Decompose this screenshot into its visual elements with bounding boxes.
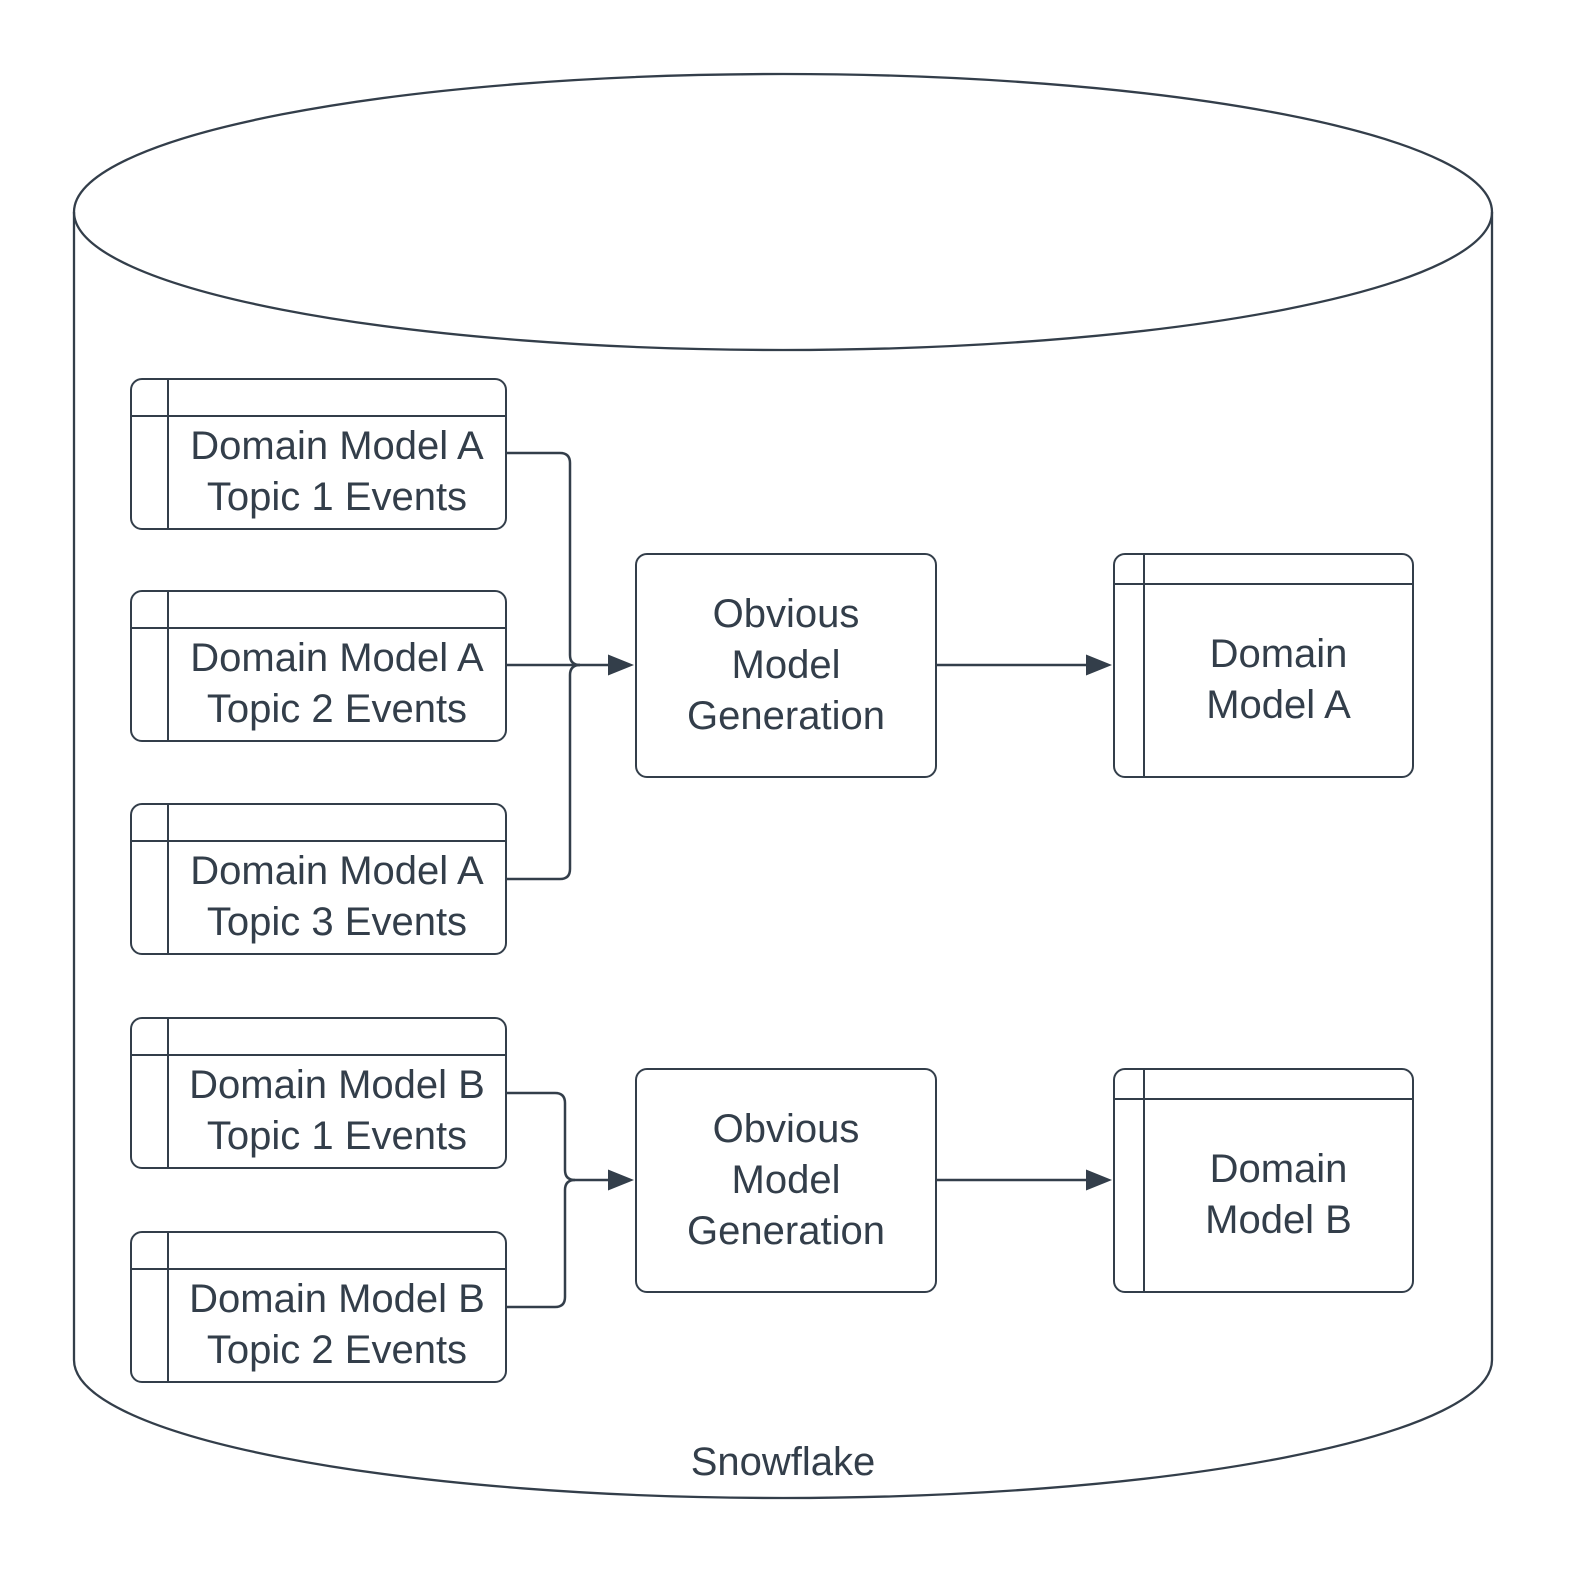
- table-node-domain-model-b: Domain Model B: [1113, 1068, 1414, 1293]
- table-node-domain-model-a-topic-2-events: Domain Model A Topic 2 Events: [130, 590, 507, 742]
- table-column-divider: [167, 805, 169, 953]
- table-label: Domain Model A Topic 1 Events: [169, 415, 505, 528]
- process-label: Obvious Model Generation: [637, 1070, 935, 1291]
- process-node-obvious-model-generation-a: Obvious Model Generation: [635, 553, 937, 778]
- table-column-divider: [167, 1019, 169, 1167]
- process-label: Obvious Model Generation: [637, 555, 935, 776]
- label-line: Domain Model A: [190, 635, 484, 680]
- label-line: Topic 2 Events: [206, 686, 468, 731]
- label-line: Model: [731, 1158, 841, 1202]
- table-label: Domain Model B Topic 2 Events: [169, 1268, 505, 1381]
- table-header-divider: [1115, 1098, 1412, 1100]
- label-line: Generation: [687, 694, 885, 738]
- label-line: Generation: [687, 1209, 885, 1253]
- arrowhead-into-process-a: [608, 654, 634, 676]
- label-line: Obvious: [712, 1107, 860, 1151]
- connector-b-topic2-to-merge: [507, 1178, 576, 1309]
- connector-b-topic1-to-merge: [507, 1091, 608, 1182]
- table-node-domain-model-a-topic-3-events: Domain Model A Topic 3 Events: [130, 803, 507, 955]
- table-node-domain-model-b-topic-1-events: Domain Model B Topic 1 Events: [130, 1017, 507, 1169]
- table-column-divider: [1143, 1070, 1145, 1291]
- table-label: Domain Model A: [1145, 583, 1412, 776]
- cylinder-top-ellipse: [72, 72, 1494, 352]
- table-label: Domain Model A Topic 3 Events: [169, 840, 505, 953]
- table-column-divider: [1143, 555, 1145, 776]
- table-node-domain-model-a-topic-1-events: Domain Model A Topic 1 Events: [130, 378, 507, 530]
- process-node-obvious-model-generation-b: Obvious Model Generation: [635, 1068, 937, 1293]
- table-header-divider: [132, 1268, 505, 1270]
- label-line: Topic 3 Events: [206, 899, 468, 944]
- arrowhead-into-process-b: [608, 1169, 634, 1191]
- table-header-divider: [1115, 583, 1412, 585]
- label-line: Model A: [1206, 682, 1351, 727]
- label-line: Domain Model B: [189, 1276, 485, 1321]
- arrowhead-into-output-a: [1086, 654, 1112, 676]
- connector-a-topic1-to-merge: [507, 451, 581, 667]
- table-label: Domain Model A Topic 2 Events: [169, 627, 505, 740]
- label-line: Domain Model A: [190, 848, 484, 893]
- label-line: Domain: [1209, 1146, 1348, 1191]
- table-column-divider: [167, 592, 169, 740]
- table-header-divider: [132, 627, 505, 629]
- table-label: Domain Model B Topic 1 Events: [169, 1054, 505, 1167]
- table-node-domain-model-b-topic-2-events: Domain Model B Topic 2 Events: [130, 1231, 507, 1383]
- table-header-divider: [132, 415, 505, 417]
- label-line: Domain Model A: [190, 423, 484, 468]
- label-line: Topic 2 Events: [206, 1327, 468, 1372]
- table-label: Domain Model B: [1145, 1098, 1412, 1291]
- cylinder-body: [72, 212, 1494, 1500]
- label-line: Model: [731, 643, 841, 687]
- table-header-divider: [132, 840, 505, 842]
- cylinder-label-snowflake: Snowflake: [690, 1440, 876, 1484]
- table-column-divider: [167, 1233, 169, 1381]
- label-line: Domain: [1209, 631, 1348, 676]
- table-header-divider: [132, 1054, 505, 1056]
- connector-a-topic3-to-merge: [507, 663, 581, 881]
- label-line: Domain Model B: [189, 1062, 485, 1107]
- label-line: Topic 1 Events: [206, 1113, 468, 1158]
- arrowhead-into-output-b: [1086, 1169, 1112, 1191]
- label-line: Model B: [1205, 1197, 1352, 1242]
- table-column-divider: [167, 380, 169, 528]
- table-node-domain-model-a: Domain Model A: [1113, 553, 1414, 778]
- label-line: Obvious: [712, 592, 860, 636]
- label-line: Topic 1 Events: [206, 474, 468, 519]
